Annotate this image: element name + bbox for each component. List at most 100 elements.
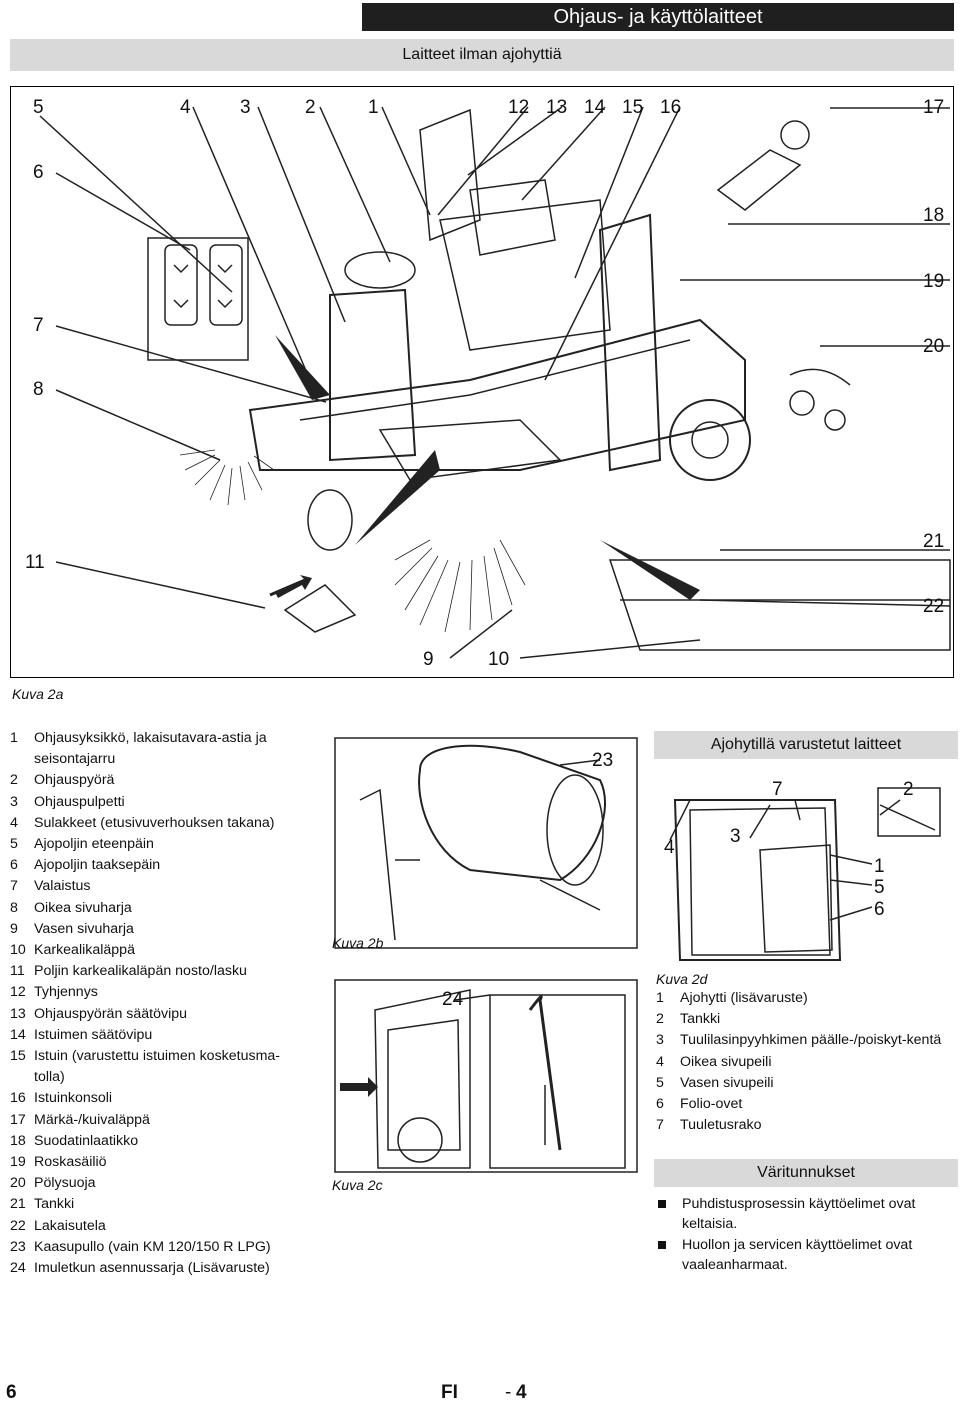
item-number: 9 [10, 920, 18, 937]
list-item: 5 Vasen sivupeili [656, 1073, 956, 1094]
list-item: 10 Karkealikaläppä [10, 940, 310, 961]
item-text: Folio-ovet [680, 1096, 743, 1113]
item-number: 6 [656, 1096, 664, 1113]
list-item: 6 Ajopoljin taaksepäin [10, 855, 310, 876]
item-text: Pölysuoja [34, 1175, 96, 1192]
cab-callout-7: 7 [772, 779, 783, 800]
list-item: 4 Sulakkeet (etusivuverhouksen takana) [10, 813, 310, 834]
bullet-square-icon [658, 1200, 666, 1208]
item-text: Valaistus [34, 878, 91, 895]
item-number: 20 [10, 1175, 26, 1192]
list-item: 2 Ohjauspyörä [10, 770, 310, 791]
callout-17: 17 [923, 97, 945, 118]
callout-11: 11 [25, 552, 45, 573]
item-number: 11 [10, 963, 25, 980]
list-item: 4 Oikea sivupeili [656, 1052, 956, 1073]
callout-14: 14 [584, 97, 606, 118]
item-text: Märkä-/kuivaläppä [34, 1111, 150, 1128]
item-number: 10 [10, 942, 26, 959]
bullet-item: Puhdistusprosessin käyttöelimet ovat kel… [656, 1194, 956, 1234]
callout-18: 18 [923, 205, 945, 226]
section-title: Ohjaus- ja käyttölaitteet [362, 3, 954, 31]
language-code: FI [441, 1382, 458, 1403]
item-number: 2 [10, 772, 18, 789]
item-text: Istuinkonsoli [34, 1090, 113, 1107]
item-text: Sulakkeet (etusivuverhouksen takana) [34, 814, 275, 831]
bullet-square-icon [658, 1241, 666, 1249]
item-number: 15 [10, 1048, 26, 1065]
list-item: 6 Folio-ovet [656, 1094, 956, 1115]
bullet-text: Huollon ja servicen käyttöelimet ovat va… [682, 1237, 913, 1273]
item-text: Karkealikaläppä [34, 942, 135, 959]
item-number: 4 [10, 814, 18, 831]
callout-8: 8 [33, 379, 44, 400]
list-item: 7 Valaistus [10, 876, 310, 897]
callout-6: 6 [33, 162, 44, 183]
item-text: Ohjausyksikkö, lakaisutavara-astia ja se… [34, 730, 267, 768]
callout-12: 12 [508, 97, 530, 118]
page-number-left: 6 [6, 1382, 17, 1403]
figure-2d-caption: Kuva 2d [656, 971, 708, 987]
callout-2: 2 [305, 97, 316, 118]
item-text: Ajohytti (lisävaruste) [680, 990, 808, 1006]
item-number: 7 [10, 878, 18, 895]
item-text: Tankki [680, 1011, 721, 1028]
item-text: Vasen sivupeili [680, 1074, 774, 1091]
item-text: Kaasupullo (vain KM 120/150 R LPG) [34, 1238, 271, 1255]
figure-2a-frame [10, 86, 954, 678]
item-number: 4 [656, 1053, 664, 1070]
item-text: Lakaisutela [34, 1217, 106, 1234]
callout-21: 21 [923, 531, 945, 552]
list-item: 11 Poljin karkealikaläpän nosto/lasku [10, 961, 310, 982]
cab-callout-2: 2 [903, 779, 914, 800]
callout-1: 1 [368, 97, 379, 118]
item-number: 21 [10, 1196, 26, 1213]
item-number: 23 [10, 1238, 26, 1255]
callout-4: 4 [180, 97, 191, 118]
bullet-text: Puhdistusprosessin käyttöelimet ovat kel… [682, 1196, 916, 1232]
callout-3: 3 [240, 97, 251, 118]
item-text: Istuin (varustettu istuimen kosketusma-t… [34, 1048, 281, 1086]
item-number: 6 [10, 857, 18, 874]
item-text: Tuulilasinpyyhkimen päälle-/poiskyt-kent… [680, 1032, 942, 1049]
item-text: Ohjauspyörän säätövipu [34, 1005, 188, 1022]
callout-22: 22 [923, 596, 945, 617]
footer-separator: - [505, 1382, 512, 1403]
item-text: Poljin karkealikaläpän nosto/lasku [34, 963, 247, 980]
list-item: 3 Ohjauspulpetti [10, 792, 310, 813]
callout-16: 16 [660, 97, 682, 118]
item-number: 12 [10, 984, 26, 1001]
item-text: Ohjauspulpetti [34, 793, 125, 810]
item-text: Ohjauspyörä [34, 772, 115, 789]
callout-7: 7 [33, 315, 44, 336]
item-text: Ajopoljin taaksepäin [34, 857, 161, 874]
item-number: 5 [656, 1074, 664, 1091]
item-text: Istuimen säätövipu [34, 1026, 153, 1043]
bullet-item: Huollon ja servicen käyttöelimet ovat va… [656, 1235, 956, 1275]
colors-bullets: Puhdistusprosessin käyttöelimet ovat kel… [656, 1194, 956, 1276]
item-number: 8 [10, 899, 18, 916]
callout-10: 10 [488, 649, 510, 670]
item-text: Roskasäiliö [34, 1154, 107, 1171]
callout-24: 24 [442, 989, 464, 1010]
item-text: Oikea sivupeili [680, 1053, 772, 1070]
list-item: 23 Kaasupullo (vain KM 120/150 R LPG) [10, 1237, 310, 1258]
item-number: 3 [10, 793, 18, 810]
item-text: Tankki [34, 1196, 75, 1213]
